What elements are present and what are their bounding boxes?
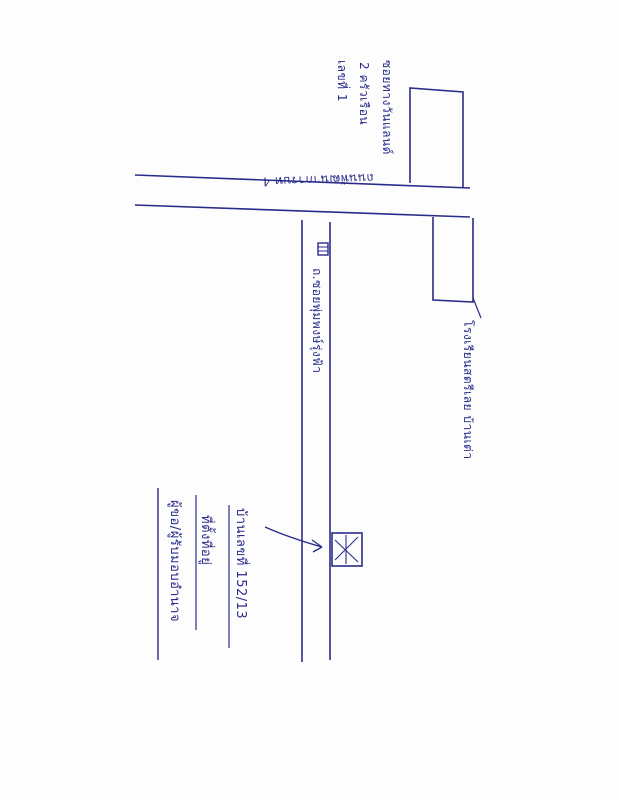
address-arrow [264, 526, 323, 548]
top-building [409, 87, 464, 188]
house-address-label: บ้านเลขที่ 152/13 [233, 508, 248, 620]
right-building [432, 217, 474, 303]
top-building-label-3: เลขที่ 1 [335, 60, 349, 103]
right-building-label: โรงเรียนสตรีเลย บ้านเต่า [461, 320, 475, 460]
house-marker [331, 532, 363, 567]
top-building-label-1: ซอยทางวันแลนด์ [380, 60, 394, 155]
top-building-label-2: 2 ครัวเรือน [357, 62, 371, 126]
alley-label: ถ.ซอยพุ่มพงษ์รุ่งฟ้า [310, 268, 324, 374]
alley-marker [317, 242, 329, 256]
house-note-label: ที่ตั้งที่อยู่ [198, 515, 213, 566]
main-road-bottom-edge [134, 204, 471, 218]
address-arrowhead [311, 539, 323, 553]
right-building-pointer [472, 297, 482, 319]
footer-note-label: ผู้ขอ/ผู้รับมอบอำนาจ [167, 500, 182, 623]
main-road-label: ถนนพัฒนาการบท 4 [261, 170, 375, 189]
main-road-top-edge [134, 174, 471, 189]
